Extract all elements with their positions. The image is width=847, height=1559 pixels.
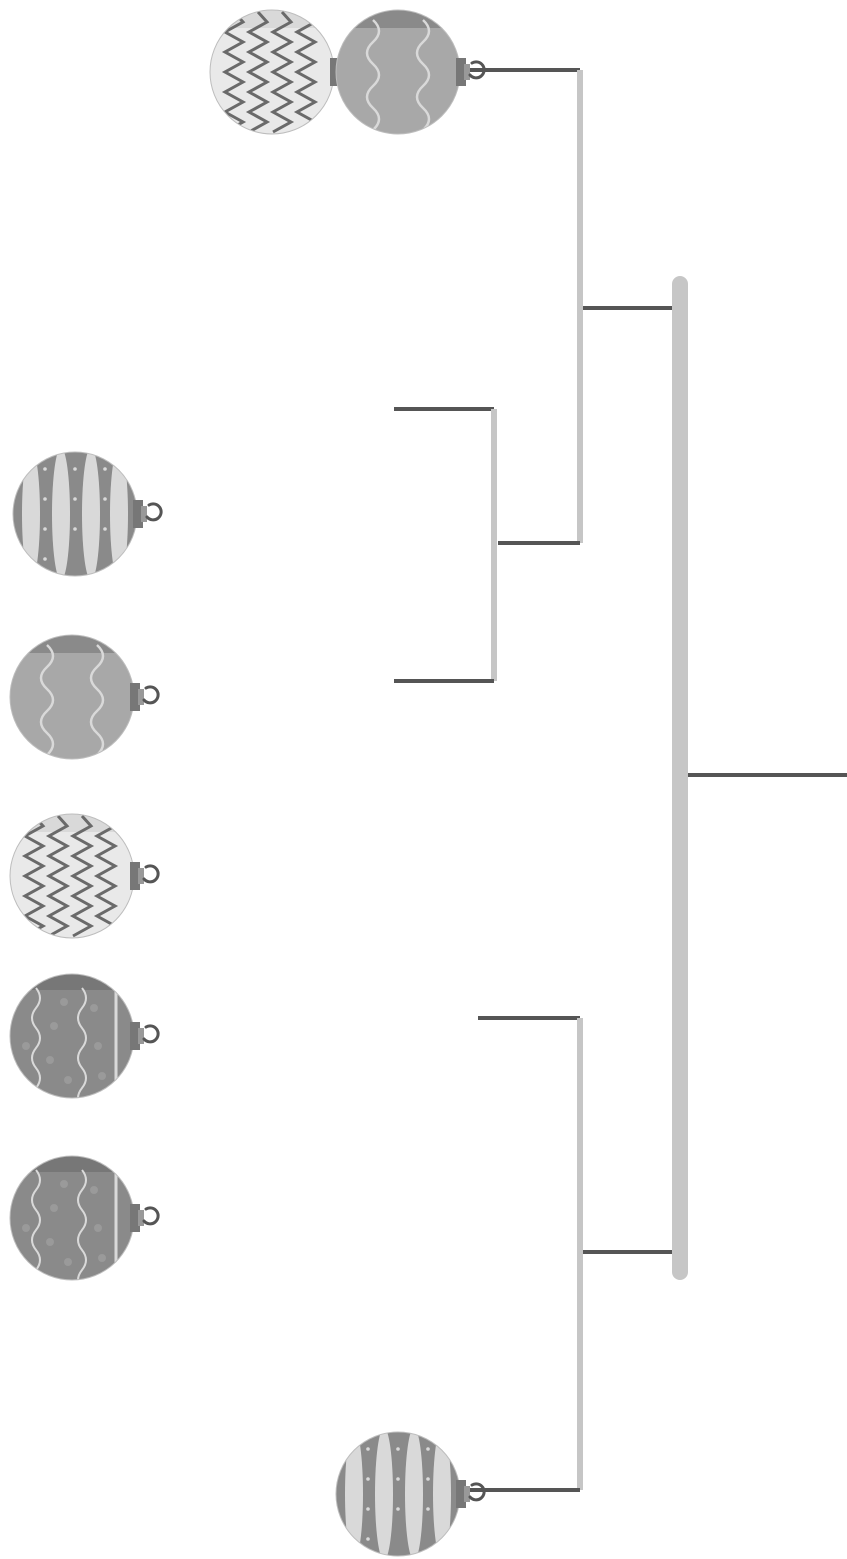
bracket-connectors xyxy=(394,70,847,1490)
bottom-stripes-ornament xyxy=(336,1428,484,1559)
left-dotted-2-ornament xyxy=(10,1156,158,1290)
left-zigzag-ornament xyxy=(10,814,158,938)
left-stripes-ornament xyxy=(13,448,161,580)
hook-icon xyxy=(144,687,158,703)
left-dotted-1-ornament xyxy=(10,974,158,1108)
left-wave-ornament xyxy=(10,635,158,759)
top-wave-ornament xyxy=(336,10,484,134)
ornaments-group xyxy=(10,10,484,1559)
hook-icon xyxy=(144,1208,158,1224)
hook-icon xyxy=(144,866,158,882)
hook-icon xyxy=(144,1026,158,1042)
top-zigzag-ornament xyxy=(210,10,344,134)
hook-icon xyxy=(147,504,161,520)
